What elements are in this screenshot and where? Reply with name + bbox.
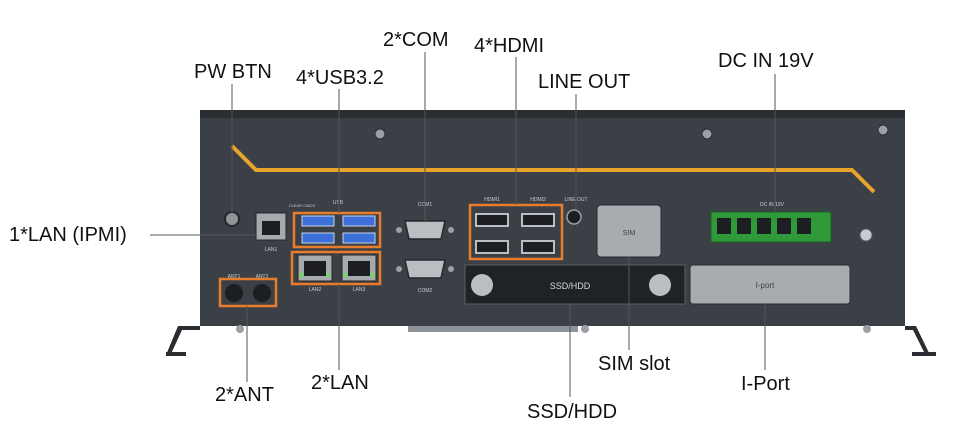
hdmi2-silk: HDMI2 — [530, 197, 546, 203]
bottom-rail — [408, 326, 578, 332]
screw-bottom-2 — [581, 325, 589, 333]
usb-highlight-box — [292, 211, 382, 249]
callout-dc-in: DC IN 19V — [718, 50, 814, 72]
hdmi-port-4 — [521, 240, 555, 254]
iport-silk: I-port — [756, 281, 775, 290]
callout-usb: 4*USB3.2 — [296, 67, 384, 89]
foot-bar-right — [912, 352, 936, 356]
callout-i-port: I-Port — [741, 373, 790, 395]
com2-port — [404, 259, 446, 279]
foot-bar-left — [166, 352, 186, 356]
screw-top-1 — [374, 128, 386, 140]
callout-sim-slot: SIM slot — [598, 353, 671, 375]
ground-screw — [859, 228, 873, 242]
screw-top-2 — [701, 128, 713, 140]
hdmi-port-3 — [475, 240, 509, 254]
sim-silk: SIM — [623, 230, 636, 237]
antenna-1 — [225, 284, 243, 302]
usb-silk: USB — [333, 200, 344, 206]
callout-ssd-hdd: SSD/HDD — [527, 401, 618, 423]
com2-silk: COM2 — [418, 288, 433, 294]
clear-cmos-silk: CLEAR CMOS — [289, 203, 316, 208]
hdmi-port-2 — [521, 213, 555, 227]
callout-lines — [150, 52, 776, 397]
screw-top-3 — [877, 124, 889, 136]
iport-cover — [689, 264, 851, 305]
usb-port-2 — [301, 232, 335, 244]
mounting-foot-right — [905, 326, 930, 356]
callout-com: 2*COM — [383, 29, 449, 51]
callout-lan-ipmi: 1*LAN (IPMI) — [9, 224, 127, 246]
callout-hdmi: 4*HDMI — [474, 35, 545, 57]
dc-in-silk: DC IN 19V — [760, 202, 785, 208]
ant2-silk: ANT2 — [256, 274, 269, 280]
usb-port-4 — [342, 232, 376, 244]
antenna-2 — [253, 284, 271, 302]
ant-highlight-box — [218, 277, 278, 308]
callout-line-out: LINE OUT — [538, 71, 631, 93]
com1-port — [404, 220, 446, 240]
callout-pw-btn: PW BTN — [194, 61, 272, 83]
hdmi1-silk: HDMI1 — [484, 197, 500, 203]
ant1-silk: ANT1 — [228, 274, 241, 280]
screw-bottom-3 — [863, 325, 871, 333]
callout-lan: 2*LAN — [311, 372, 369, 394]
screw-bottom-1 — [236, 325, 244, 333]
lan1-silk: LAN1 — [265, 247, 278, 253]
lan3-silk: LAN3 — [353, 287, 366, 293]
callout-ant: 2*ANT — [215, 384, 274, 406]
ssd-bay — [464, 264, 686, 305]
mounting-foot-left — [166, 326, 200, 356]
hdmi-port-1 — [475, 213, 509, 227]
power-button — [224, 211, 240, 227]
ssd-bay-silk: SSD/HDD — [550, 281, 591, 291]
lan-highlight-box — [290, 250, 382, 286]
lan2-silk: LAN2 — [309, 287, 322, 293]
usb-port-3 — [342, 215, 376, 227]
usb-port-1 — [301, 215, 335, 227]
accent-stripe — [230, 144, 876, 194]
chassis-top-edge — [200, 110, 905, 120]
line-out-jack — [566, 209, 582, 225]
